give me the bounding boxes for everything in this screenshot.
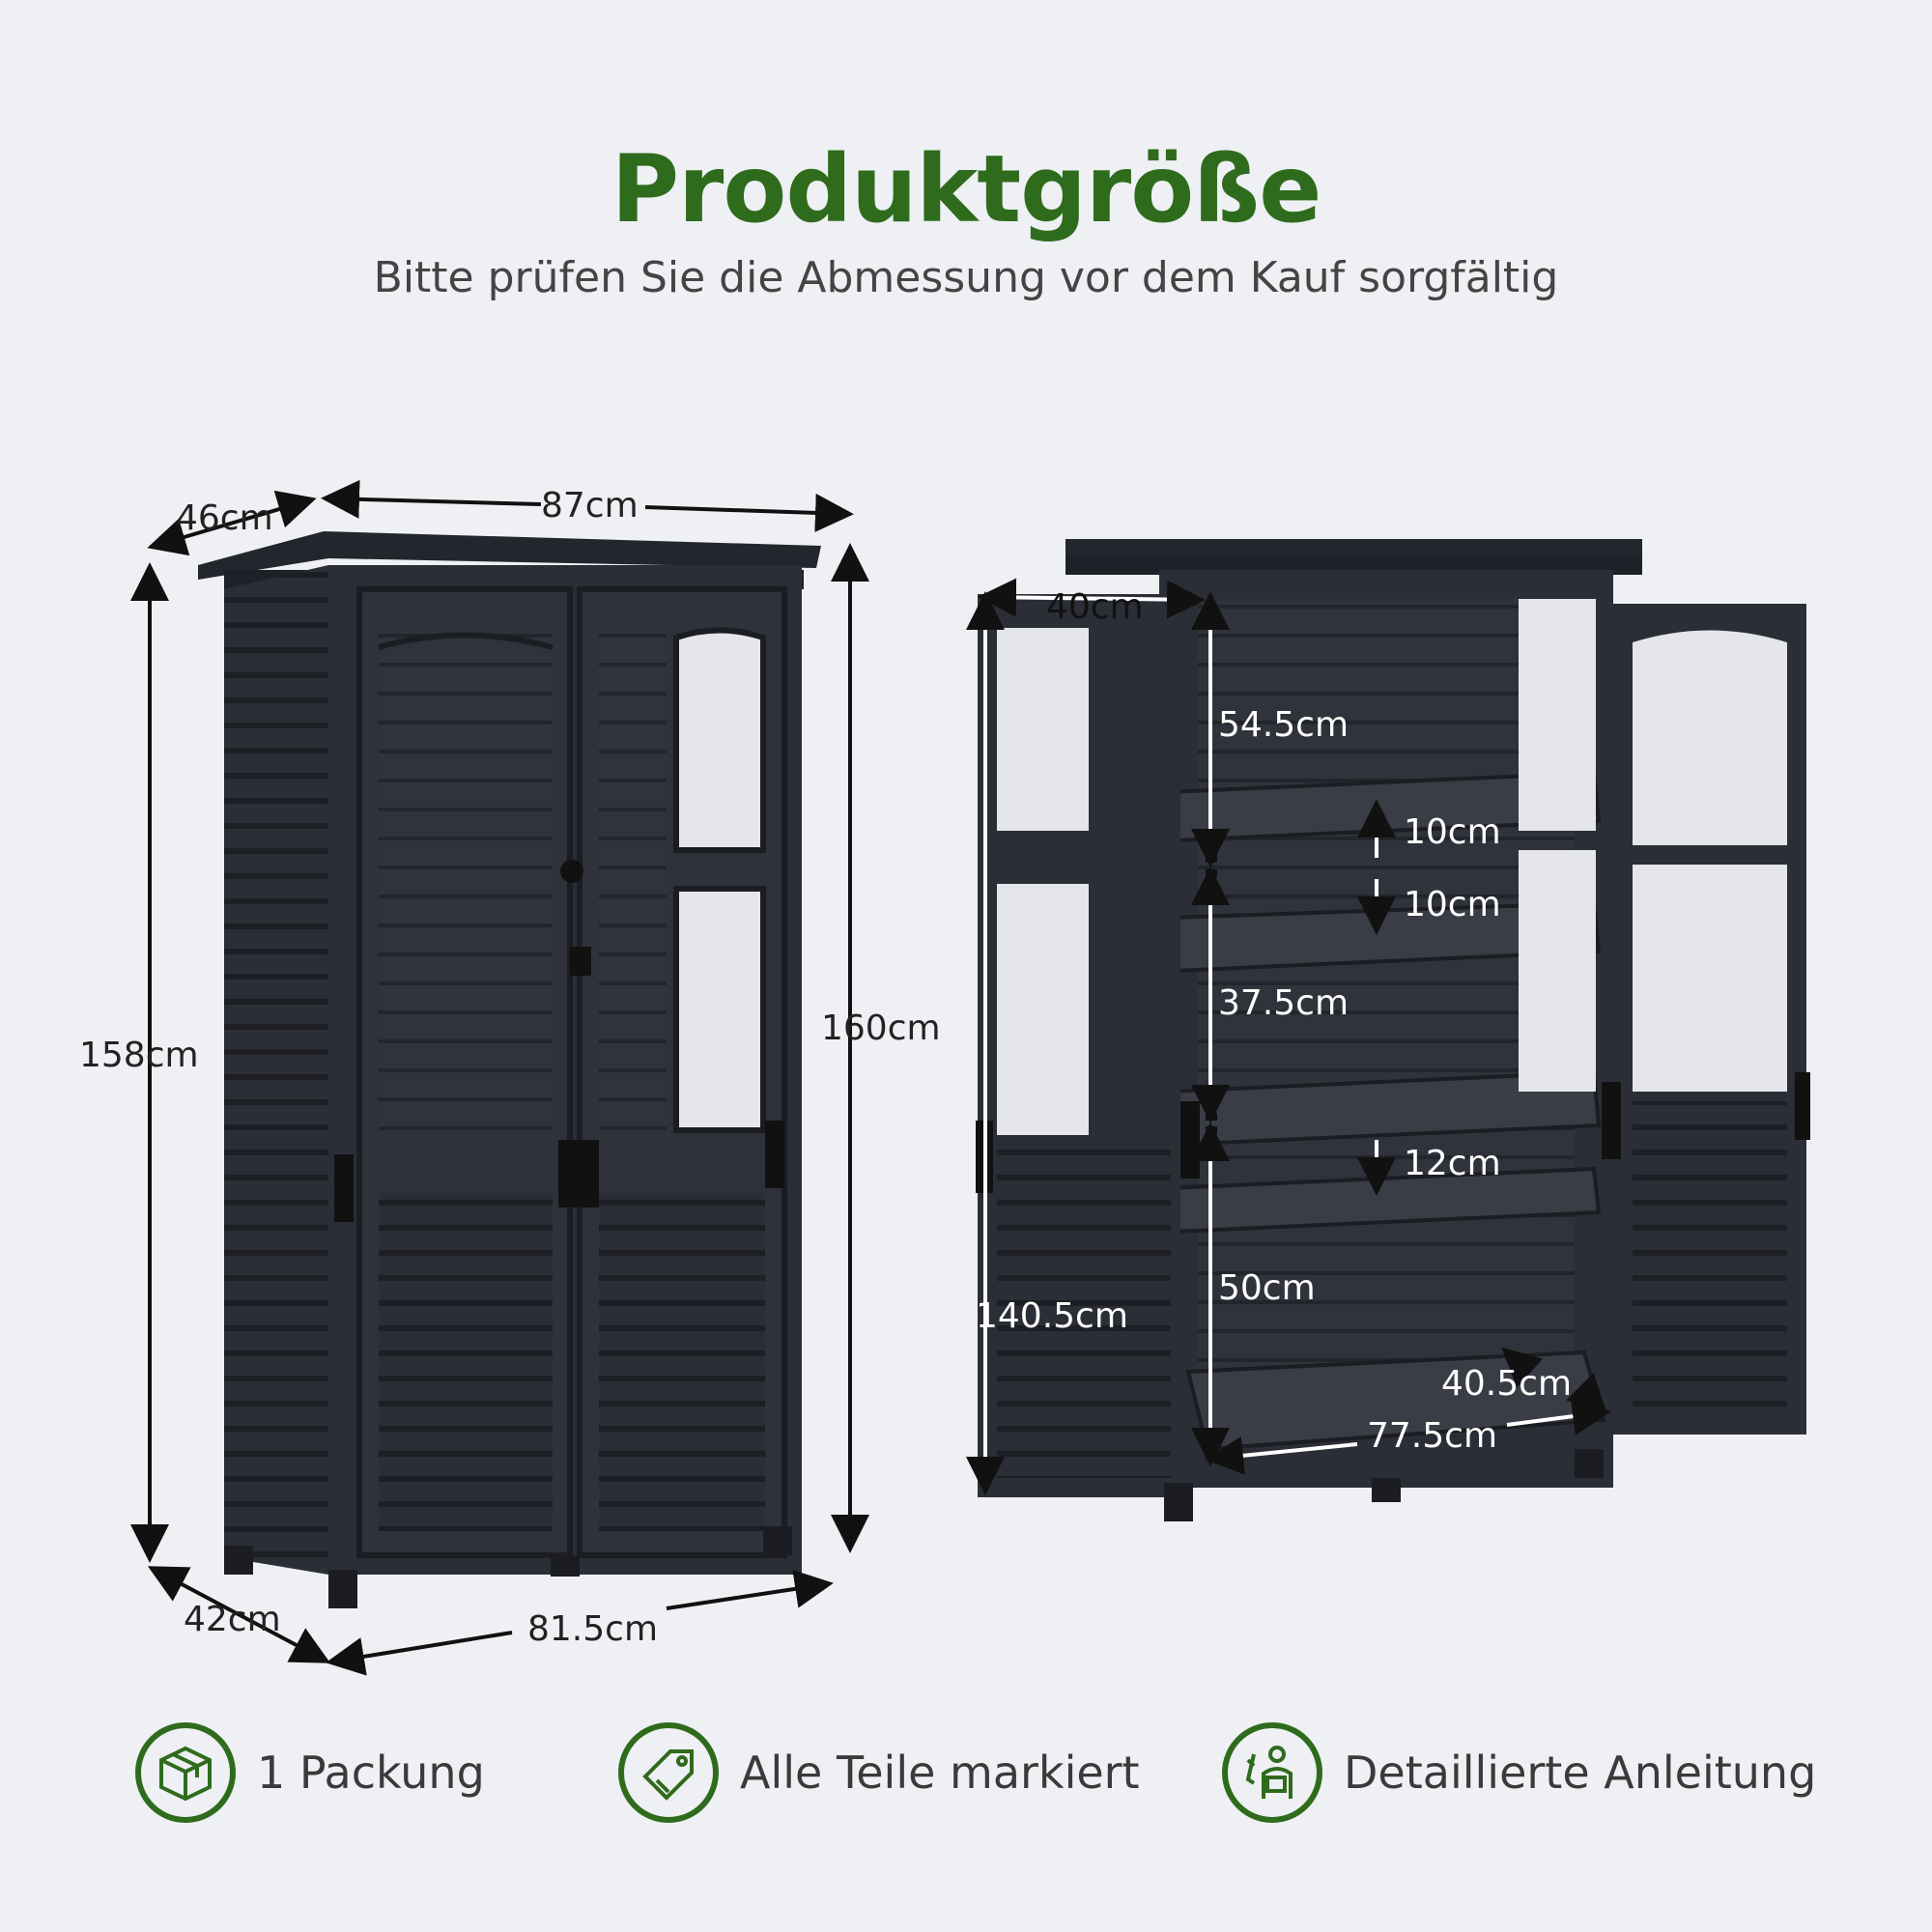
dim-depth-bottom: 42cm: [184, 1600, 281, 1639]
tag-label-icon: [618, 1722, 719, 1823]
closed-dimension-lines: [130, 479, 869, 1676]
feature-label: 1 Packung: [257, 1747, 485, 1799]
package-box-icon: [135, 1722, 236, 1823]
dim-inner-width: 77.5cm: [1367, 1416, 1497, 1456]
feature-labeled-parts: Alle Teile markiert: [618, 1715, 1140, 1831]
instruction-person-icon: [1222, 1722, 1322, 1823]
closed-cabinet: [198, 531, 821, 1608]
dim-door-width: 40cm: [1046, 587, 1144, 627]
dim-door-height: 140.5cm: [976, 1296, 1128, 1336]
open-dimension-lines: [966, 578, 1611, 1495]
dim-middle-compartment: 37.5cm: [1218, 983, 1349, 1023]
dim-lower-adjust: 12cm: [1404, 1144, 1501, 1183]
dim-top-compartment: 54.5cm: [1218, 705, 1349, 745]
feature-instructions: Detaillierte Anleitung: [1222, 1715, 1816, 1831]
dim-depth-top: 46cm: [176, 498, 273, 538]
dim-width-top: 87cm: [541, 486, 639, 526]
feature-label: Alle Teile markiert: [740, 1747, 1140, 1799]
open-cabinet: [976, 539, 1810, 1521]
page-subtitle: Bitte prüfen Sie die Abmessung vor dem K…: [373, 253, 1559, 302]
dim-width-bottom: 81.5cm: [527, 1609, 658, 1649]
dim-bottom-compartment: 50cm: [1218, 1268, 1316, 1308]
dim-inner-depth: 40.5cm: [1441, 1364, 1572, 1404]
dim-height-right: 160cm: [821, 1009, 941, 1048]
feature-package: 1 Packung: [135, 1715, 485, 1831]
dim-height-left: 158cm: [79, 1036, 199, 1075]
dim-adjust-down: 10cm: [1404, 885, 1501, 924]
feature-label: Detaillierte Anleitung: [1344, 1747, 1817, 1799]
dim-adjust-up: 10cm: [1404, 812, 1501, 852]
page-title: Produktgröße: [611, 135, 1322, 243]
